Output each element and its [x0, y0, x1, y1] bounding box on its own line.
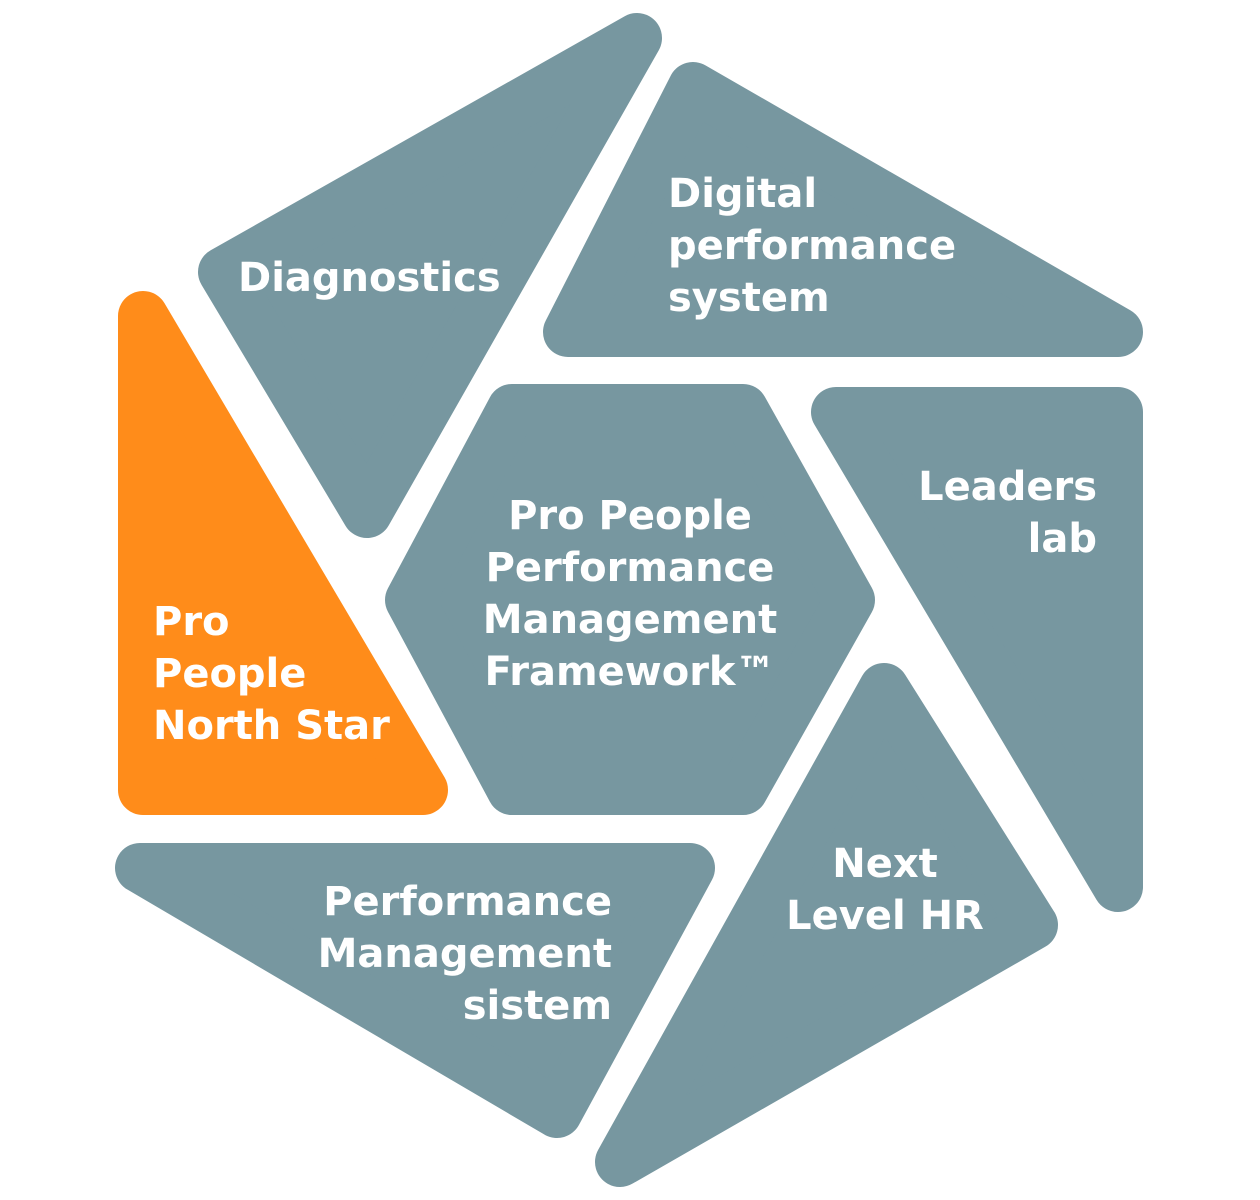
nexthr-label-line: Next: [832, 841, 938, 887]
center-label-line: Management: [482, 597, 778, 643]
digital-label: Digital performance system: [668, 168, 956, 324]
pms-label-line: Management: [317, 931, 612, 977]
northstar-label-line: North Star: [153, 703, 390, 749]
nexthr-label: Next Level HR: [770, 838, 1000, 942]
center-label-line: Performance: [485, 545, 775, 591]
digital-label-line: system: [668, 275, 830, 321]
northstar-label-line: People: [153, 651, 307, 697]
digital-label-line: Digital: [668, 171, 818, 217]
segment-diagnostics[interactable]: [198, 13, 662, 538]
diagnostics-label: Diagnostics: [238, 252, 501, 304]
nexthr-label-line: Level HR: [786, 893, 984, 939]
northstar-label: Pro People North Star: [153, 596, 390, 752]
pms-label-line: sistem: [462, 983, 612, 1029]
center-label-line: Pro People: [508, 493, 752, 539]
leaders-label-line: Leaders: [918, 464, 1097, 510]
digital-label-line: performance: [668, 223, 957, 269]
pms-label-line: Performance: [323, 879, 612, 925]
center-label: Pro People Performance Management Framew…: [380, 490, 880, 698]
leaders-label-line: lab: [1027, 516, 1097, 562]
center-hexagon[interactable]: [385, 384, 875, 815]
segment-leaders-lab[interactable]: [811, 387, 1143, 912]
northstar-label-line: Pro: [153, 599, 230, 645]
segment-north-star[interactable]: [118, 291, 448, 815]
segment-performance-management-sistem[interactable]: [115, 843, 715, 1138]
diagnostics-label-line: Diagnostics: [238, 255, 501, 301]
segment-digital-performance-system[interactable]: [543, 62, 1143, 357]
leaders-label: Leaders lab: [860, 461, 1097, 565]
segment-next-level-hr[interactable]: [595, 663, 1058, 1187]
center-label-line: Framework™: [484, 649, 776, 695]
pms-label: Performance Management sistem: [290, 876, 612, 1032]
